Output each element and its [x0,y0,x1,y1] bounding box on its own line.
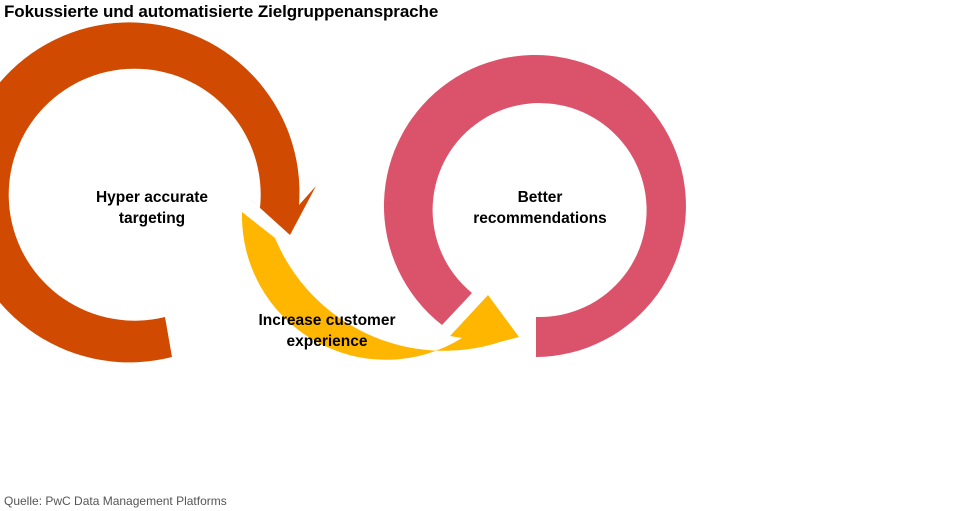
experience-ring-arrow [241,212,520,360]
label-hyper-accurate-targeting: Hyper accurate targeting [62,187,242,229]
label-increase-customer-experience: Increase customer experience [247,310,407,352]
diagram-title: Fokussierte und automatisierte Zielgrupp… [4,2,439,21]
label-better-recommendations: Better recommendations [450,187,630,229]
label-line: Hyper accurate [95,189,208,206]
label-line: experience [286,333,368,350]
label-line: targeting [118,210,186,227]
recommendations-ring [383,55,686,358]
label-line: recommendations [473,210,607,227]
label-line: Better [517,189,563,206]
targeting-ring-arrow [0,22,316,363]
source-note: Quelle: PwC Data Management Platforms [4,494,227,508]
label-line: Increase customer [258,312,396,329]
